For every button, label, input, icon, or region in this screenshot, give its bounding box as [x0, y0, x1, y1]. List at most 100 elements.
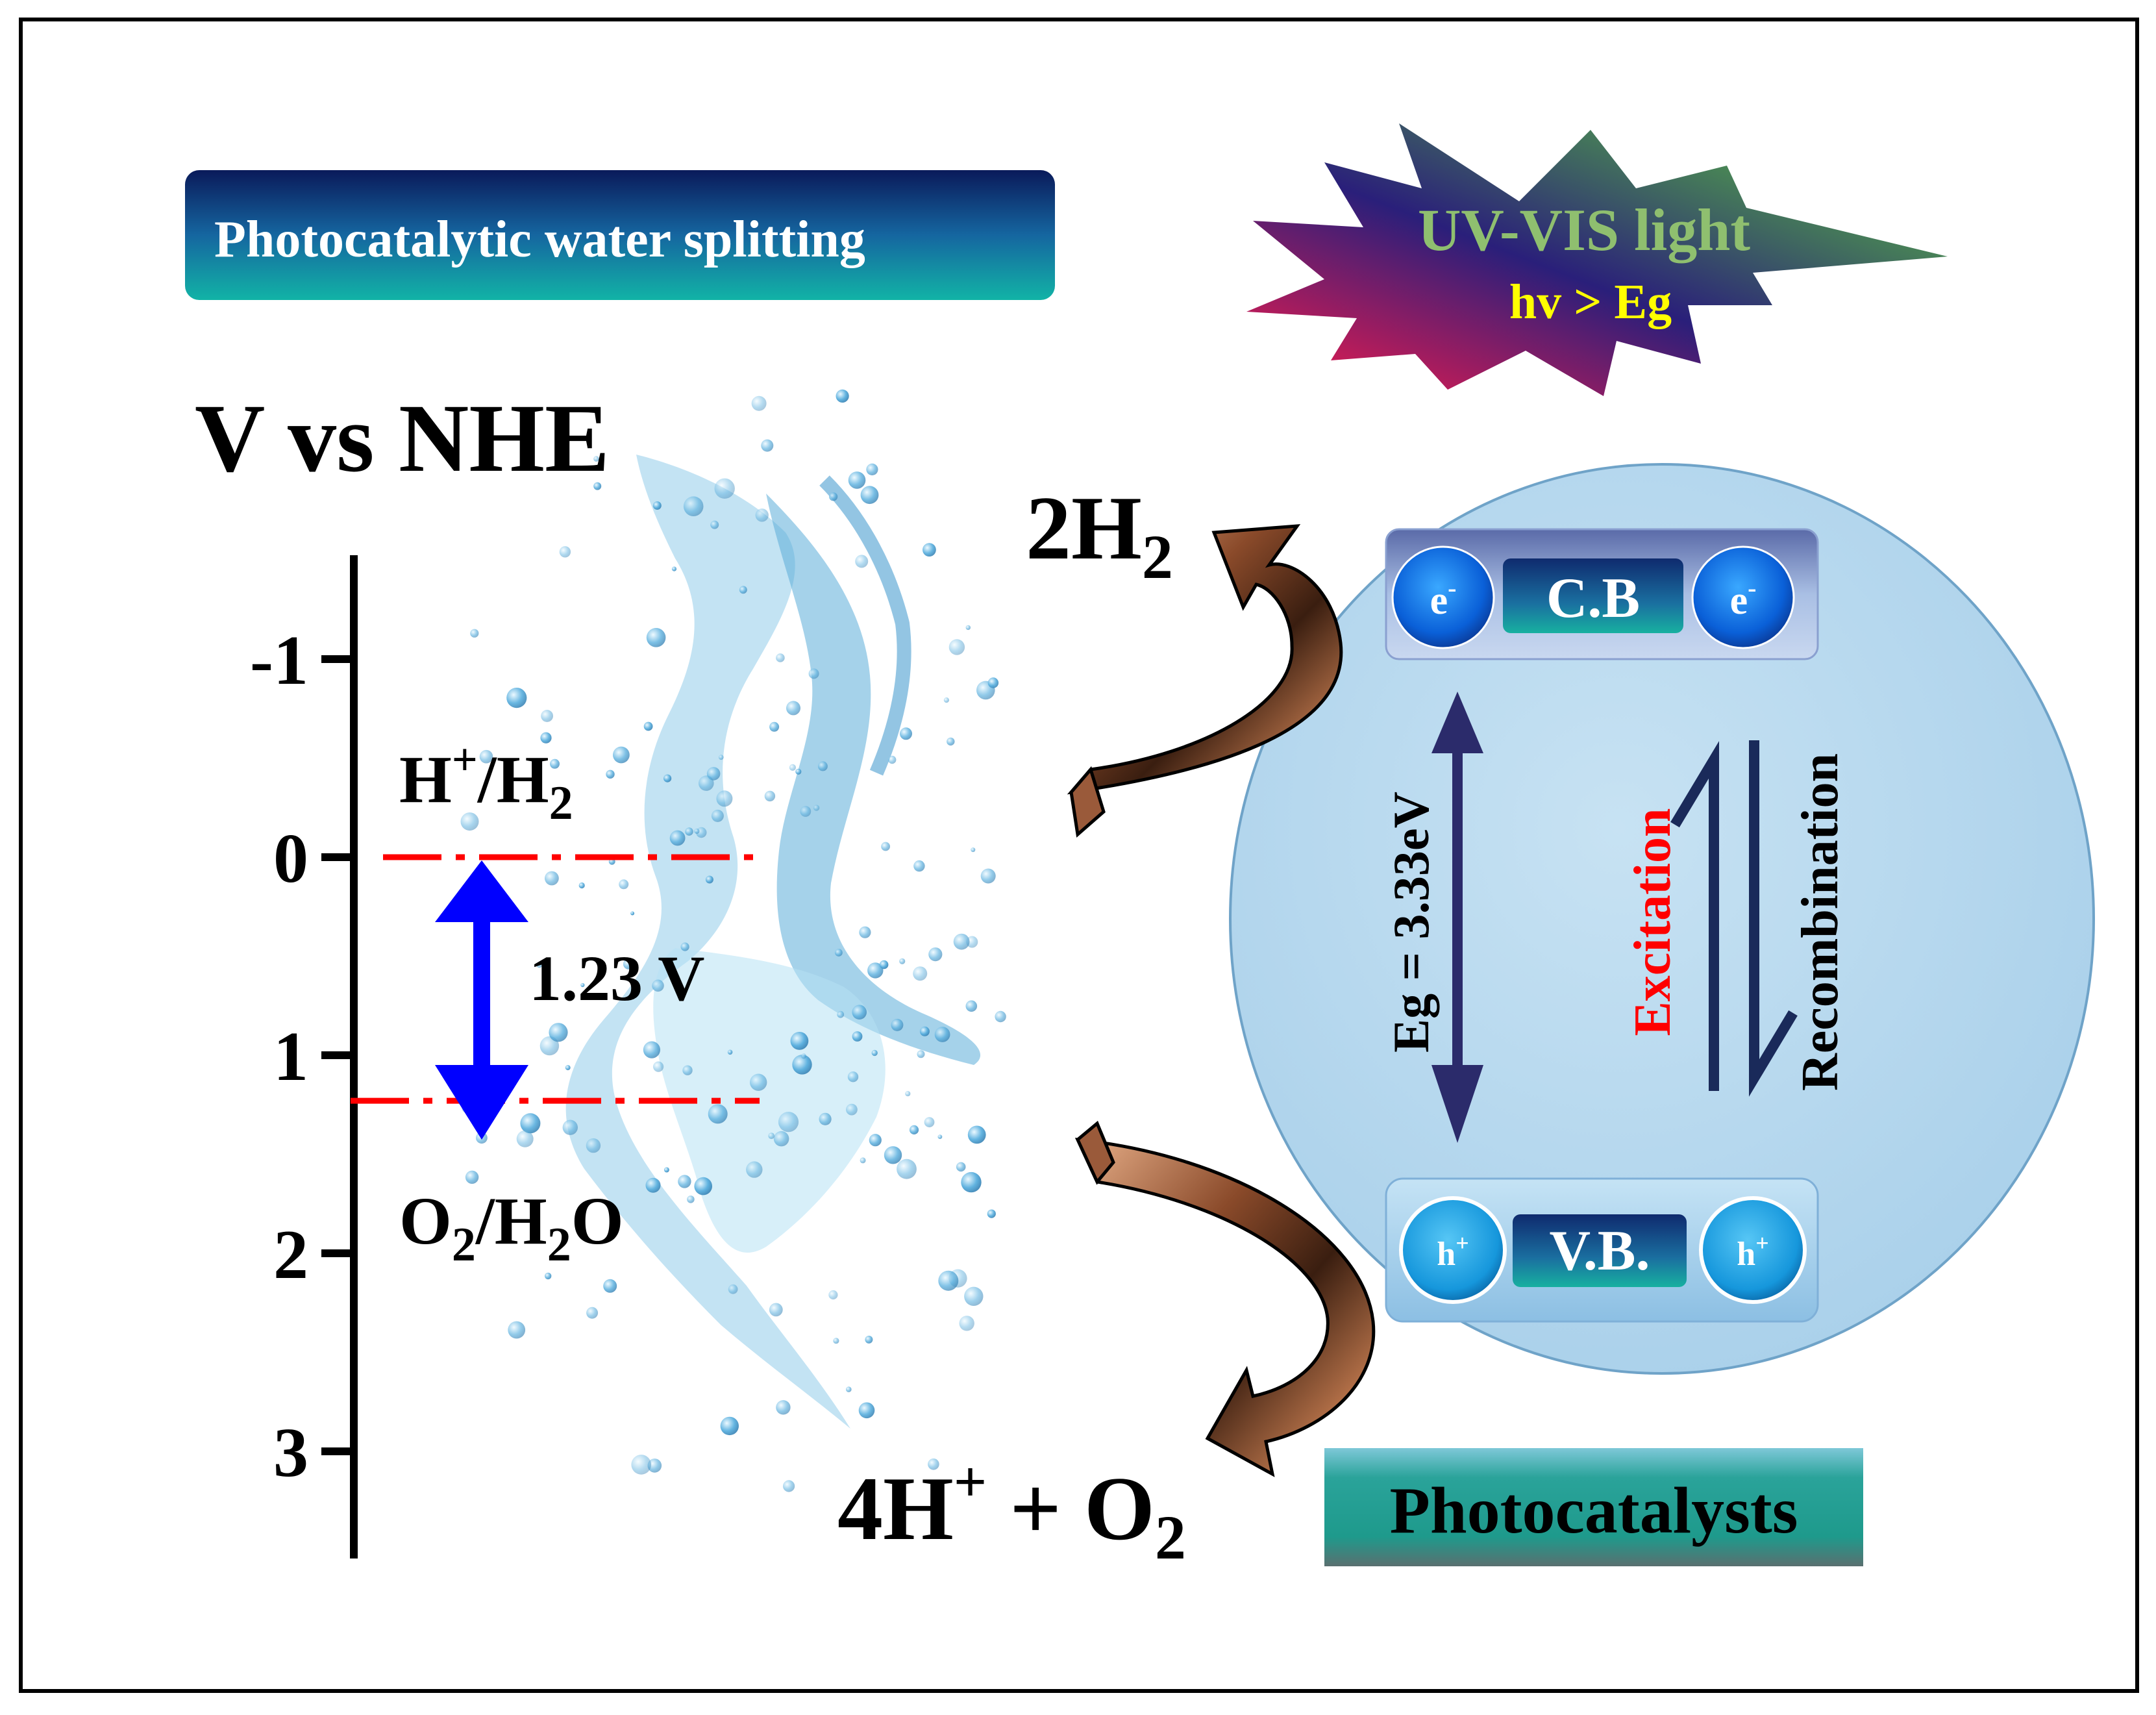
- water-droplet: [953, 933, 970, 950]
- water-droplet: [545, 871, 559, 886]
- water-droplet: [934, 1027, 950, 1042]
- water-droplet: [678, 1175, 691, 1188]
- water-droplet: [836, 389, 849, 403]
- water-droplet: [646, 628, 666, 647]
- water-droplet: [800, 1053, 807, 1059]
- electron-left-label: e-: [1430, 573, 1457, 623]
- o2-product-label: 4H+ + O2: [837, 1450, 1186, 1572]
- water-droplet: [956, 1162, 966, 1172]
- water-droplet: [694, 1177, 712, 1195]
- water-droplet: [768, 1133, 775, 1139]
- water-droplet: [860, 486, 879, 505]
- water-droplet: [783, 1480, 795, 1492]
- water-droplet: [866, 463, 878, 476]
- water-droplet: [948, 639, 965, 655]
- excitation-label: Excitation: [1624, 808, 1681, 1036]
- gap-arrow: [435, 860, 528, 1140]
- water-droplet: [776, 653, 785, 662]
- water-droplet: [705, 875, 713, 884]
- water-droplet: [750, 1073, 767, 1091]
- water-droplet: [479, 749, 493, 764]
- light-burst-line1: UV-VIS light: [1418, 197, 1750, 263]
- water-droplet: [506, 688, 527, 708]
- water-droplet: [965, 625, 971, 631]
- light-burst-line2: hv > Eg: [1509, 275, 1672, 329]
- water-droplet: [683, 496, 704, 516]
- photocatalyst-particle: [1229, 463, 2095, 1375]
- water-droplet: [699, 775, 714, 791]
- excitation-arrow: [1670, 741, 1719, 1091]
- water-droplet: [965, 1000, 978, 1012]
- water-droplet: [817, 761, 828, 771]
- axis-tick-label: -1: [250, 622, 308, 699]
- water-droplet: [680, 942, 689, 951]
- water-droplet: [859, 926, 871, 938]
- water-droplet: [718, 755, 724, 760]
- water-droplet: [855, 555, 869, 568]
- water-droplet: [829, 492, 838, 501]
- water-droplet: [603, 1279, 617, 1293]
- water-droplet: [833, 1338, 839, 1344]
- water-droplet: [586, 1307, 599, 1319]
- water-droplet: [897, 1158, 917, 1179]
- water-droplet: [549, 1023, 568, 1042]
- water-droplet: [460, 812, 479, 831]
- water-droplet: [653, 1061, 664, 1072]
- water-droplet: [884, 1146, 902, 1164]
- water-droplet: [516, 1130, 534, 1147]
- water-droplet: [728, 1284, 738, 1294]
- water-droplet: [711, 809, 724, 822]
- water-droplet: [899, 958, 906, 964]
- curved-arrow-h2: [1067, 524, 1343, 838]
- hole-right-label: h+: [1737, 1230, 1768, 1273]
- water-droplet: [769, 721, 780, 732]
- water-droplet: [852, 1031, 863, 1042]
- water-droplet: [790, 1032, 809, 1050]
- water-droplet: [580, 983, 585, 988]
- water-droplet: [923, 543, 936, 557]
- hole-right: [1699, 1196, 1807, 1304]
- water-droplet: [643, 1041, 661, 1058]
- water-droplet: [858, 1402, 875, 1419]
- water-droplet: [647, 1458, 662, 1473]
- vb-label: V.B.: [1550, 1220, 1650, 1283]
- water-droplet: [860, 1157, 866, 1164]
- water-droplet: [652, 501, 662, 510]
- water-droplet: [710, 520, 719, 529]
- hole-left: [1399, 1196, 1507, 1304]
- gap-label: 1.23 V: [529, 942, 704, 1014]
- water-droplet: [938, 1270, 959, 1291]
- water-droplet: [606, 770, 615, 779]
- water-droplet: [900, 727, 912, 740]
- water-droplet: [967, 1125, 986, 1144]
- water-droplet: [769, 1303, 783, 1317]
- water-droplet: [928, 947, 943, 962]
- water-droplet: [813, 805, 820, 811]
- water-droplet: [848, 471, 866, 489]
- water-droplet: [663, 1167, 669, 1173]
- water-droplet: [852, 1005, 867, 1020]
- water-droplet: [746, 1161, 763, 1178]
- water-droplet: [631, 1455, 651, 1475]
- electron-left: [1391, 545, 1495, 649]
- water-droplet: [714, 478, 735, 499]
- title-banner: Photocatalytic water splitting: [185, 170, 1055, 300]
- h2-product-label: 2H2: [1026, 478, 1173, 592]
- water-droplet: [559, 546, 571, 558]
- water-droplet: [694, 828, 700, 834]
- water-droplet: [871, 1049, 878, 1057]
- water-droplet: [947, 737, 955, 746]
- axis-tick-label: 0: [273, 820, 308, 897]
- water-droplet: [964, 1286, 984, 1307]
- water-droplet: [987, 677, 999, 688]
- bandgap-label: Eg = 3.33eV: [1383, 792, 1439, 1053]
- water-droplet: [708, 1104, 728, 1124]
- water-droplet: [508, 1321, 526, 1339]
- axis-tick-label: 2: [273, 1216, 308, 1294]
- water-droplet: [652, 979, 664, 992]
- bandgap-arrow: [1431, 692, 1483, 1143]
- redox-levels: H+/H2 O2/H2O 1.23 V: [351, 735, 760, 1271]
